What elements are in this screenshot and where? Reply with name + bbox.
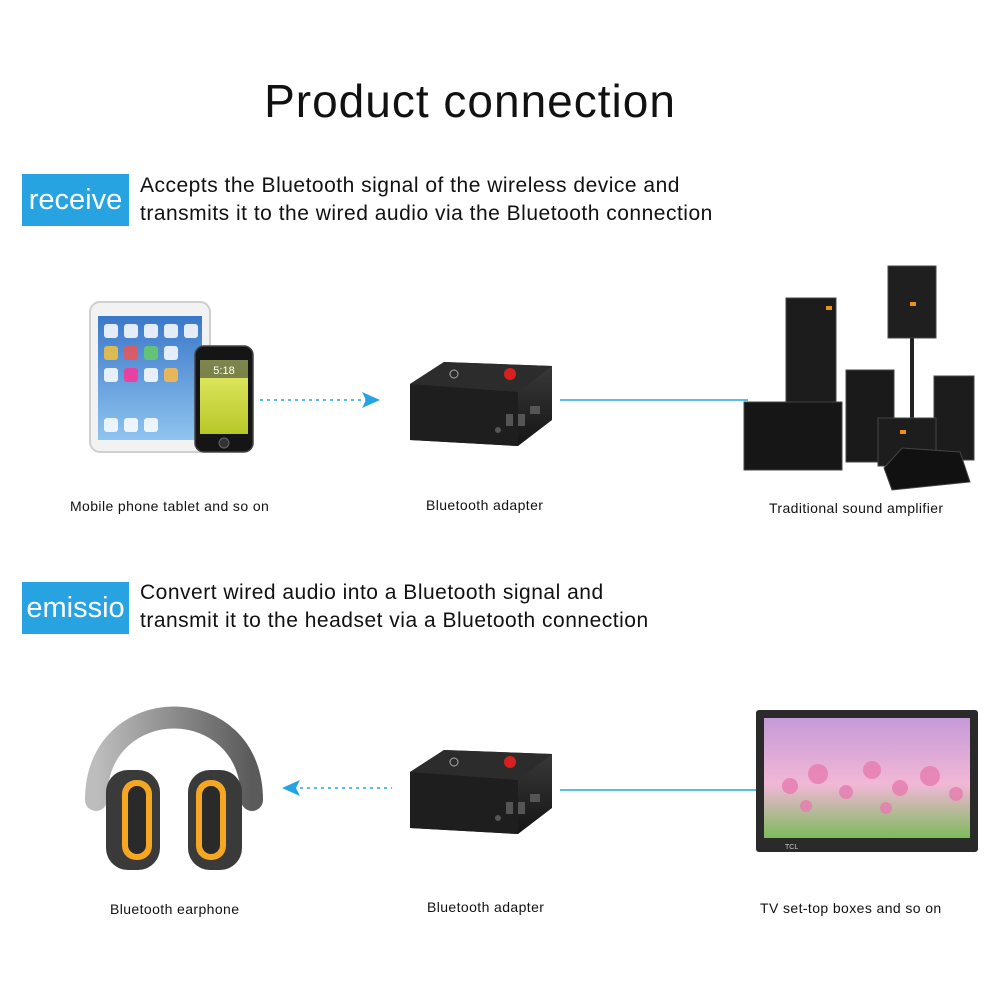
emission-output-arrow xyxy=(282,780,392,796)
caption-mobile-tablet: Mobile phone tablet and so on xyxy=(70,498,270,514)
receive-description: Accepts the Bluetooth signal of the wire… xyxy=(140,172,713,228)
caption-sound-amplifier: Traditional sound amplifier xyxy=(769,500,944,516)
emission-description-line1: Convert wired audio into a Bluetooth sig… xyxy=(140,581,604,604)
receive-description-line2: transmits it to the wired audio via the … xyxy=(140,202,713,225)
headphones-icon xyxy=(85,706,263,870)
emission-tag: emissio xyxy=(22,582,129,634)
tv-brand-label: TCL xyxy=(785,844,798,851)
caption-earphone: Bluetooth earphone xyxy=(110,901,240,917)
tablet-icon xyxy=(89,301,211,453)
emission-description: Convert wired audio into a Bluetooth sig… xyxy=(140,579,649,635)
caption-tv-settop: TV set-top boxes and so on xyxy=(760,900,942,916)
caption-adapter-emission: Bluetooth adapter xyxy=(427,899,545,915)
phone-icon: 5:18 xyxy=(194,345,254,453)
receive-description-line1: Accepts the Bluetooth signal of the wire… xyxy=(140,174,680,197)
receive-tag: receive xyxy=(22,174,129,226)
emission-description-line2: transmit it to the headset via a Bluetoo… xyxy=(140,609,649,632)
phone-clock: 5:18 xyxy=(213,365,234,377)
speaker-stack-icon xyxy=(743,265,975,491)
tv-icon: TCL xyxy=(756,710,978,852)
caption-adapter-receive: Bluetooth adapter xyxy=(426,497,544,513)
bluetooth-adapter-icon xyxy=(410,750,552,834)
page-title: Product connection xyxy=(264,75,676,127)
bluetooth-adapter-icon xyxy=(410,362,552,446)
receive-input-arrow xyxy=(260,392,380,408)
